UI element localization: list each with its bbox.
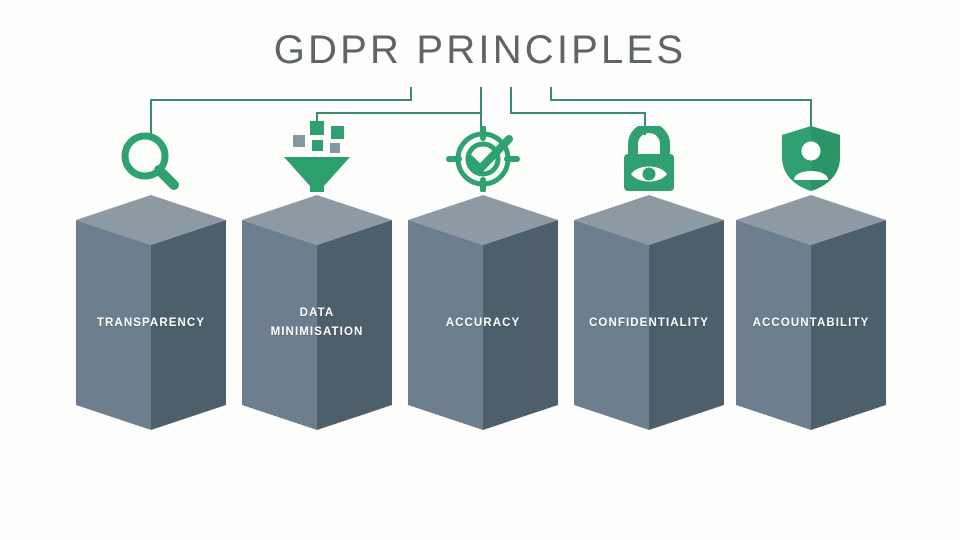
- prism-left-face: [242, 220, 317, 430]
- funnel-square-4: [312, 140, 323, 151]
- principle-column-transparency[interactable]: TRANSPARENCY: [51, 0, 251, 540]
- funnel-body: [284, 157, 350, 192]
- prism-label-confidentiality: CONFIDENTIALITY: [589, 317, 709, 329]
- target-check-icon: [383, 126, 583, 192]
- prism-transparency: [51, 190, 251, 450]
- prism-left-face: [736, 220, 811, 430]
- magnifying-glass-icon: [51, 128, 251, 192]
- prism-accuracy: [383, 190, 583, 450]
- principle-column-data-minimisation[interactable]: DATA MINIMISATION: [217, 0, 417, 540]
- prism-left-face: [408, 220, 483, 430]
- page-title: GDPR PRINCIPLES: [273, 28, 687, 72]
- prism-right-face: [649, 220, 724, 430]
- funnel-square-3: [331, 126, 344, 139]
- principle-column-accountability[interactable]: ACCOUNTABILITY: [711, 0, 911, 540]
- prism-label-data-minimisation: DATA MINIMISATION: [270, 307, 364, 338]
- shield-person-icon: [711, 124, 911, 192]
- padlock-eye-icon: [549, 126, 749, 192]
- prism-data-minimisation: [217, 190, 417, 450]
- principle-column-accuracy[interactable]: ACCURACY: [383, 0, 583, 540]
- prism-label-transparency: TRANSPARENCY: [96, 317, 206, 329]
- prism-left-face: [574, 220, 649, 430]
- prism-right-face: [317, 220, 392, 430]
- prism-confidentiality: [549, 190, 749, 450]
- prism-right-face: [811, 220, 886, 430]
- funnel-square-1: [293, 135, 305, 147]
- principle-column-confidentiality[interactable]: CONFIDENTIALITY: [549, 0, 749, 540]
- prism-right-face: [483, 220, 558, 430]
- prism-label-accuracy: ACCURACY: [445, 317, 521, 329]
- funnel-filter-icon: [217, 118, 417, 192]
- prism-left-face: [76, 220, 151, 430]
- prism-label-accountability: ACCOUNTABILITY: [752, 317, 870, 329]
- funnel-square-5: [330, 143, 340, 153]
- prism-right-face: [151, 220, 226, 430]
- prism-accountability: [711, 190, 911, 450]
- funnel-square-2: [310, 121, 324, 135]
